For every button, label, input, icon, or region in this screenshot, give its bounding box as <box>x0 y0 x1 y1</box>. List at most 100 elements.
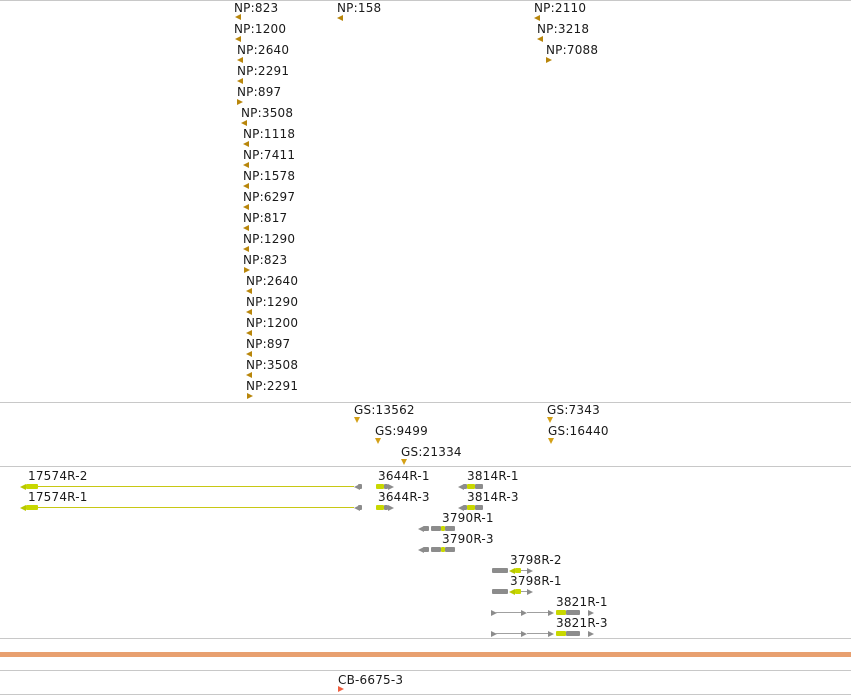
np-feature-marker[interactable] <box>337 15 343 21</box>
np-feature-marker[interactable] <box>246 372 252 378</box>
np-feature-marker[interactable] <box>237 78 243 84</box>
np-feature-label[interactable]: NP:3508 <box>241 106 294 120</box>
np-feature-label[interactable]: NP:823 <box>243 253 288 267</box>
transcript-label[interactable]: 3790R-3 <box>442 532 494 546</box>
strand-arrow-icon <box>20 505 26 511</box>
transcript-label[interactable]: 17574R-2 <box>28 469 88 483</box>
np-feature-marker[interactable] <box>235 14 241 20</box>
exon <box>384 505 388 510</box>
np-feature-marker[interactable] <box>243 225 249 231</box>
np-feature-label[interactable]: NP:2110 <box>534 1 587 15</box>
exon <box>441 547 445 552</box>
np-feature-label[interactable]: NP:158 <box>337 1 382 15</box>
gs-feature-label[interactable]: GS:9499 <box>375 424 428 438</box>
np-feature-label[interactable]: NP:817 <box>243 211 288 225</box>
np-feature-label[interactable]: NP:2640 <box>237 43 290 57</box>
sv-feature-label[interactable]: CB-6675-3 <box>338 673 404 687</box>
strand-arrow-icon <box>548 610 554 616</box>
np-feature-marker[interactable] <box>237 57 243 63</box>
intron <box>38 486 354 487</box>
np-feature-label[interactable]: NP:1290 <box>246 295 299 309</box>
track-divider <box>0 466 851 467</box>
intron <box>495 612 523 613</box>
gs-feature-marker[interactable] <box>547 417 553 423</box>
exon <box>445 547 455 552</box>
np-feature-marker[interactable] <box>246 288 252 294</box>
np-feature-marker[interactable] <box>244 267 250 273</box>
intron <box>521 570 527 571</box>
np-feature-marker[interactable] <box>237 99 243 105</box>
exon <box>431 526 441 531</box>
transcript-label[interactable]: 3644R-3 <box>378 490 430 504</box>
np-feature-label[interactable]: NP:3508 <box>246 358 299 372</box>
np-feature-label[interactable]: NP:1118 <box>243 127 296 141</box>
strand-arrow-icon <box>354 484 360 490</box>
transcript-label[interactable]: 17574R-1 <box>28 490 88 504</box>
np-feature-label[interactable]: NP:7411 <box>243 148 296 162</box>
gs-feature-label[interactable]: GS:13562 <box>354 403 415 417</box>
np-feature-marker[interactable] <box>246 309 252 315</box>
strand-arrow-icon <box>491 631 497 637</box>
np-feature-marker[interactable] <box>246 351 252 357</box>
np-feature-marker[interactable] <box>241 120 247 126</box>
np-feature-label[interactable]: NP:823 <box>234 1 279 15</box>
track-divider <box>0 0 851 1</box>
gs-feature-marker[interactable] <box>354 417 360 423</box>
gs-feature-marker[interactable] <box>401 459 407 465</box>
gs-feature-marker[interactable] <box>375 438 381 444</box>
gs-feature-label[interactable]: GS:7343 <box>547 403 600 417</box>
sv-feature-marker[interactable] <box>338 686 344 692</box>
exon <box>515 568 521 573</box>
np-feature-marker[interactable] <box>246 330 252 336</box>
transcript-label[interactable]: 3790R-1 <box>442 511 494 525</box>
np-feature-label[interactable]: NP:1578 <box>243 169 296 183</box>
np-feature-label[interactable]: NP:2291 <box>246 379 299 393</box>
strand-arrow-icon <box>354 505 360 511</box>
strand-arrow-icon <box>527 589 533 595</box>
strand-arrow-icon <box>509 589 515 595</box>
intron <box>38 507 354 508</box>
np-feature-label[interactable]: NP:897 <box>246 337 291 351</box>
np-feature-label[interactable]: NP:897 <box>237 85 282 99</box>
exon <box>358 484 362 489</box>
np-feature-marker[interactable] <box>537 36 543 42</box>
strand-arrow-icon <box>521 610 527 616</box>
np-feature-marker[interactable] <box>243 162 249 168</box>
np-feature-label[interactable]: NP:1290 <box>243 232 296 246</box>
strand-arrow-icon <box>388 505 394 511</box>
gs-feature-label[interactable]: GS:16440 <box>548 424 609 438</box>
gs-feature-label[interactable]: GS:21334 <box>401 445 462 459</box>
transcript-label[interactable]: 3798R-2 <box>510 553 562 567</box>
np-feature-label[interactable]: NP:1200 <box>246 316 299 330</box>
np-feature-label[interactable]: NP:2291 <box>237 64 290 78</box>
np-feature-label[interactable]: NP:2640 <box>246 274 299 288</box>
transcript-label[interactable]: 3821R-1 <box>556 595 608 609</box>
np-feature-label[interactable]: NP:3218 <box>537 22 590 36</box>
transcript-label[interactable]: 3814R-3 <box>467 490 519 504</box>
np-feature-marker[interactable] <box>243 246 249 252</box>
strand-arrow-icon <box>521 631 527 637</box>
np-feature-marker[interactable] <box>235 36 241 42</box>
np-feature-marker[interactable] <box>247 393 253 399</box>
transcript-label[interactable]: 3798R-1 <box>510 574 562 588</box>
np-feature-label[interactable]: NP:1200 <box>234 22 287 36</box>
np-feature-label[interactable]: NP:7088 <box>546 43 599 57</box>
gs-feature-marker[interactable] <box>548 438 554 444</box>
exon <box>431 547 441 552</box>
np-feature-marker[interactable] <box>546 57 552 63</box>
exon <box>26 505 38 510</box>
transcript-label[interactable]: 3644R-1 <box>378 469 430 483</box>
np-feature-marker[interactable] <box>243 204 249 210</box>
exon <box>445 526 455 531</box>
np-feature-marker[interactable] <box>243 141 249 147</box>
exon <box>475 505 483 510</box>
scaffold-bar[interactable] <box>0 652 851 657</box>
transcript-label[interactable]: 3821R-3 <box>556 616 608 630</box>
np-feature-marker[interactable] <box>534 15 540 21</box>
np-feature-marker[interactable] <box>243 183 249 189</box>
transcript-label[interactable]: 3814R-1 <box>467 469 519 483</box>
track-divider <box>0 670 851 671</box>
exon <box>463 505 467 510</box>
strand-arrow-icon <box>458 505 464 511</box>
np-feature-label[interactable]: NP:6297 <box>243 190 296 204</box>
